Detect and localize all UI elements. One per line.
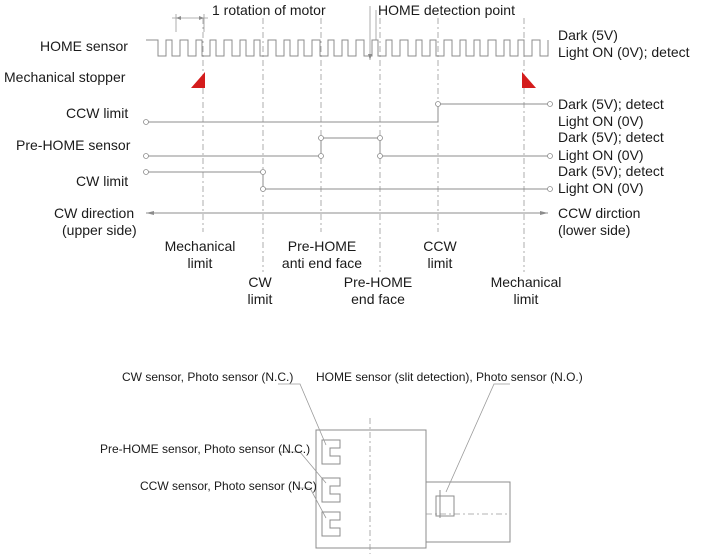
prehome-sensor-leader: [280, 451, 327, 484]
home-sensor-leader: [445, 383, 510, 493]
ccw-direction-sub: (lower side): [558, 222, 630, 238]
mech-stopper-right: [522, 72, 536, 88]
cw-limit-signal: [146, 171, 550, 190]
prehome-end-2: end face: [351, 291, 405, 307]
mech-limit-left-2: limit: [188, 255, 213, 271]
rotation-annotation: [172, 14, 208, 32]
home-light-state: Light ON (0V); detect: [558, 44, 690, 60]
row-home-sensor: HOME sensor: [40, 38, 128, 54]
ccw-sensor-icon: [321, 511, 341, 537]
ccw-limit-2: limit: [428, 255, 453, 271]
ccw-dark-state: Dark (5V); detect: [558, 96, 664, 112]
home-dark-state: Dark (5V): [558, 27, 618, 43]
cw-dark-state: Dark (5V); detect: [558, 163, 664, 179]
mech-limit-right-1: Mechanical: [491, 274, 562, 290]
mech-limit-right-2: limit: [514, 291, 539, 307]
mech-stopper-left: [191, 72, 205, 88]
cw-direction-label: CW direction: [54, 205, 134, 221]
ccw-limit-1: CCW: [423, 238, 457, 254]
mech-limit-left-1: Mechanical: [165, 238, 236, 254]
row-prehome-sensor: Pre-HOME sensor: [16, 137, 131, 153]
pre-light-state: Light ON (0V): [558, 147, 644, 163]
ccw-sensor-leader: [296, 487, 327, 519]
prehome-anti-1: Pre-HOME: [288, 238, 356, 254]
prehome-sensor-icon: [321, 477, 341, 503]
prehome-end-1: Pre-HOME: [344, 274, 412, 290]
home-sensor-layout-label: HOME sensor (slit detection), Photo sens…: [316, 370, 583, 384]
row-mech-stopper: Mechanical stopper: [4, 69, 126, 85]
home-point-label: HOME detection point: [378, 2, 515, 18]
ccw-limit-signal: [146, 103, 550, 123]
cw-sensor-label: CW sensor, Photo sensor (N.C.): [122, 370, 293, 384]
reference-lines: [202, 18, 525, 272]
cw-sensor-leader: [278, 383, 327, 446]
ccw-direction-label: CCW dirction: [558, 205, 640, 221]
prehome-anti-2: anti end face: [282, 255, 362, 271]
cw-light-state: Light ON (0V): [558, 180, 644, 196]
cw-sensor-icon: [321, 439, 341, 465]
pre-dark-state: Dark (5V); detect: [558, 129, 664, 145]
stage-body: [315, 418, 511, 554]
ccw-sensor-label: CCW sensor, Photo sensor (N.C): [140, 479, 317, 493]
prehome-sensor-signal: [146, 137, 550, 157]
prehome-sensor-label: Pre-HOME sensor, Photo sensor (N.C.): [100, 442, 310, 456]
home-sensor-icon: [435, 490, 455, 518]
rotation-label: 1 rotation of motor: [212, 2, 326, 18]
home-sensor-signal: [146, 39, 549, 57]
cw-limit-label-1: CW: [248, 274, 272, 290]
row-cw-limit: CW limit: [76, 173, 128, 189]
row-ccw-limit: CCW limit: [66, 105, 128, 121]
ccw-light-state: Light ON (0V): [558, 113, 644, 129]
cw-direction-sub: (upper side): [62, 222, 137, 238]
cw-limit-label-2: limit: [248, 291, 273, 307]
